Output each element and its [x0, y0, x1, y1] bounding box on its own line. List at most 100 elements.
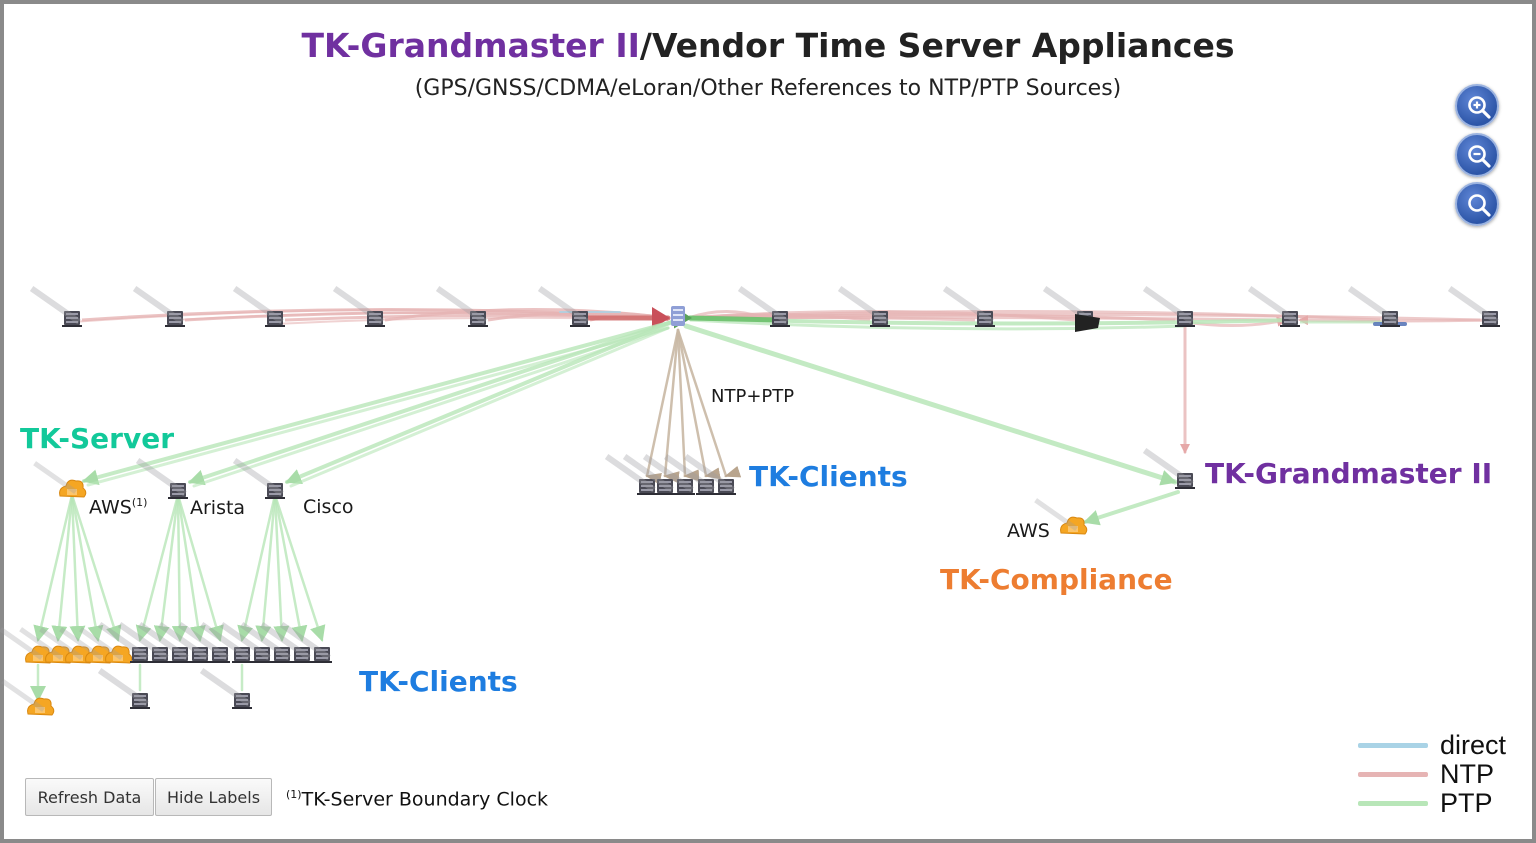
caption-blur	[837, 286, 889, 325]
caption-blur	[232, 458, 284, 497]
top-server-node-2[interactable]	[132, 286, 185, 327]
server-icon	[1175, 473, 1195, 489]
caption-blur	[259, 622, 311, 661]
cloud-icon	[27, 697, 55, 716]
top-server-node-11[interactable]	[1142, 286, 1195, 327]
center-client-node-3[interactable]	[642, 454, 695, 495]
tk-compliance-aws-node[interactable]	[1034, 498, 1088, 535]
caption-blur	[97, 622, 149, 661]
top-server-node-13[interactable]	[1347, 286, 1400, 327]
bottom-client-node-10[interactable]	[177, 622, 230, 663]
server-icon	[272, 647, 292, 663]
top-server-node-14[interactable]	[1447, 286, 1500, 327]
tk-server-aws-node[interactable]	[33, 461, 87, 498]
center-client-node-4[interactable]	[663, 454, 716, 495]
center-client-node-1[interactable]	[604, 454, 657, 495]
caption-blur	[737, 286, 789, 325]
center-client-node-2[interactable]	[622, 454, 675, 495]
top-server-node-8[interactable]	[837, 286, 890, 327]
server-icon	[130, 693, 150, 709]
ptp-edge	[69, 493, 86, 642]
zoom-in-button[interactable]	[1455, 84, 1499, 128]
hub-server-icon	[671, 306, 685, 326]
ntp-ptp-edge	[676, 328, 742, 478]
ptp-edge	[255, 493, 277, 642]
caption-blur	[177, 622, 229, 661]
caption-blur	[1447, 286, 1499, 325]
bottom-client-node-8[interactable]	[137, 622, 190, 663]
title-rest: /Vendor Time Server Appliances	[639, 26, 1235, 65]
top-server-node-12[interactable]	[1247, 286, 1300, 327]
cloud-icon	[1060, 516, 1088, 535]
caption-blur	[239, 622, 291, 661]
top-server-node-7[interactable]	[737, 286, 790, 327]
arista-label: Arista	[190, 497, 246, 519]
bottom-client-node-12[interactable]	[219, 622, 272, 663]
hide-labels-button[interactable]: Hide Labels	[155, 778, 272, 816]
zoom-fit-icon	[1468, 194, 1491, 217]
ptp-edge	[188, 320, 674, 486]
caption-blur	[1142, 448, 1194, 487]
ptp-edge	[176, 493, 206, 642]
tk-clients-bottom-label: TK-Clients	[359, 665, 518, 698]
top-server-node-9[interactable]	[942, 286, 995, 327]
tk-grandmaster-node[interactable]	[1142, 448, 1195, 489]
server-icon	[637, 479, 657, 495]
tk-server-arista-node[interactable]	[135, 458, 188, 499]
bottom-client-aws-5[interactable]	[79, 627, 133, 664]
bottom-client-node-9[interactable]	[157, 622, 210, 663]
caption-blur	[199, 622, 251, 661]
caption-blur	[332, 286, 384, 325]
center-client-node-5[interactable]	[683, 454, 736, 495]
bottom-client-node-6[interactable]	[97, 622, 150, 663]
zoom-out-button[interactable]	[1455, 133, 1499, 177]
caption-blur	[117, 622, 169, 661]
bottom-client-node-extra-2[interactable]	[199, 668, 252, 709]
server-icon	[62, 311, 82, 327]
switch-node[interactable]	[1075, 314, 1100, 332]
refresh-data-button[interactable]: Refresh Data	[25, 778, 154, 816]
caption-blur	[604, 454, 656, 493]
top-server-node-4[interactable]	[332, 286, 385, 327]
aws-compliance-label: AWS	[1007, 520, 1050, 542]
footnote-sup: (1)	[286, 788, 302, 801]
top-server-node-6[interactable]	[537, 286, 590, 327]
bottom-client-aws-extra[interactable]	[1, 679, 55, 716]
caption-blur	[279, 622, 331, 661]
bottom-client-node-14[interactable]	[259, 622, 312, 663]
caption-blur	[1042, 286, 1094, 325]
legend-direct-swatch	[1358, 743, 1428, 748]
caption-blur	[19, 627, 63, 660]
ptp-edge	[289, 326, 670, 488]
legend-ptp-label: PTP	[1440, 788, 1493, 818]
top-server-node-1[interactable]	[29, 286, 82, 327]
server-icon	[170, 647, 190, 663]
caption-blur	[199, 668, 251, 707]
legend-direct: direct	[1358, 730, 1528, 760]
legend-ntp-swatch	[1358, 772, 1428, 777]
caption-blur	[79, 627, 123, 660]
zoom-fit-button[interactable]	[1455, 182, 1499, 226]
ptp-edge	[285, 320, 674, 485]
ptp-edge	[273, 493, 326, 642]
bottom-client-node-11[interactable]	[199, 622, 252, 663]
bottom-client-node-15[interactable]	[279, 622, 332, 663]
caption-blur	[1347, 286, 1399, 325]
tk-server-cisco-node[interactable]	[232, 458, 285, 499]
server-icon	[1175, 311, 1195, 327]
hub-node[interactable]	[671, 306, 685, 326]
footnote-text: TK-Server Boundary Clock	[301, 788, 549, 811]
bottom-client-node-13[interactable]	[239, 622, 292, 663]
server-icon	[232, 693, 252, 709]
caption-blur	[135, 458, 187, 497]
bottom-client-node-7[interactable]	[117, 622, 170, 663]
caption-blur	[137, 622, 189, 661]
bottom-client-node-extra-1[interactable]	[97, 668, 150, 709]
server-icon	[265, 311, 285, 327]
aws-server-label: AWS(1)	[89, 496, 147, 518]
top-server-node-3[interactable]	[232, 286, 285, 327]
server-icon	[190, 647, 210, 663]
top-server-node-5[interactable]	[435, 286, 488, 327]
